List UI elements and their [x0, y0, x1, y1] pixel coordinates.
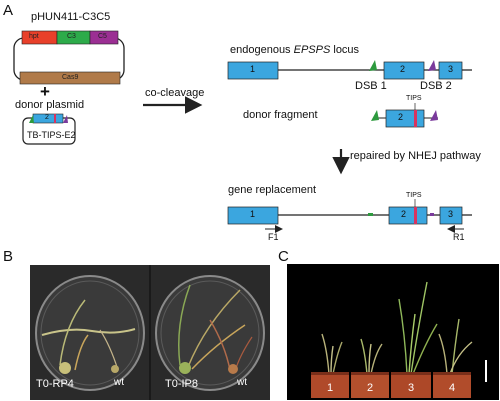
pot-3 [391, 374, 431, 398]
rice-pots-photo [287, 264, 499, 400]
replaced-locus [227, 199, 472, 233]
scale-bar [485, 360, 487, 382]
dsb2-cut-icon [428, 60, 436, 71]
donor-plasmid-drawing [22, 113, 76, 145]
replaced-exon-1-label: 1 [250, 209, 256, 219]
locus-exon-3 [438, 61, 463, 80]
hpt-label: hpt [29, 33, 39, 40]
right-wt-label: wt [237, 377, 247, 388]
replaced-exon-2 [388, 206, 428, 225]
right-plate-label: T0-IP8 [165, 378, 199, 390]
primer-f1-label: F1 [268, 232, 279, 242]
primer-r1-label: R1 [453, 232, 465, 242]
replaced-exon-1 [227, 206, 279, 225]
donor-exon-label: 2 [45, 114, 49, 121]
donor-plasmid-label: donor plasmid [15, 99, 85, 111]
replaced-exon-3-label: 3 [448, 209, 454, 219]
locus-exon-3-label: 3 [448, 64, 454, 74]
locus-exon-2-label: 2 [400, 64, 406, 74]
cas9-segment [19, 71, 121, 85]
endogenous-locus [227, 60, 472, 80]
locus-exon-2 [383, 61, 425, 80]
vector-name: pHUN411-C3C5 [31, 11, 111, 23]
schematic-diagram [13, 30, 472, 233]
pot-2 [351, 374, 389, 398]
panel-letter-b: B [3, 248, 14, 265]
panel-letter-a: A [3, 2, 14, 19]
repair-label: repaired by NHEJ pathway [350, 150, 481, 162]
dsb2-label: DSB 2 [420, 80, 452, 92]
vector-plasmid [13, 30, 125, 85]
left-plate-label: T0-RP4 [36, 378, 74, 390]
dsb1-label: DSB 1 [355, 80, 387, 92]
fragment-tips-label: TIPS [406, 95, 422, 102]
co-cleavage-label: co-cleavage [145, 87, 205, 99]
petri-dish-photo [30, 265, 270, 400]
left-wt-label: wt [114, 377, 124, 388]
replaced-exon-2-label: 2 [401, 209, 407, 219]
locus-title: endogenous EPSPS locus [230, 44, 360, 56]
dsb1-cut-icon [369, 60, 377, 71]
donor-insert-label: TB-TIPS-E2 [27, 130, 76, 140]
c5-segment [89, 30, 119, 45]
replaced-tips-label: TIPS [406, 192, 422, 199]
locus-exon-1-label: 1 [250, 64, 256, 74]
pot-4 [433, 374, 471, 398]
pot-label-2: 2 [367, 382, 374, 394]
fragment-exon-label: 2 [398, 112, 404, 122]
cas9-label: Cas9 [62, 74, 79, 81]
donor-fragment-label: donor fragment [243, 109, 318, 121]
pot-label-3: 3 [408, 382, 415, 394]
fragment-exon-2 [385, 109, 425, 128]
gene-replacement-label: gene replacement [228, 184, 317, 196]
pot-1 [311, 374, 349, 398]
c3-label: C3 [67, 33, 76, 40]
replaced-exon-3 [439, 206, 463, 225]
pot-label-4: 4 [449, 382, 456, 394]
donor-fragment [371, 103, 438, 128]
pot-label-1: 1 [327, 382, 334, 394]
panel-letter-c: C [278, 248, 289, 265]
locus-exon-1 [227, 61, 279, 80]
hpt-segment [21, 30, 58, 45]
plus-sign: + [40, 82, 50, 101]
c5-label: C5 [98, 33, 107, 40]
gene-name: EPSPS [293, 44, 331, 56]
